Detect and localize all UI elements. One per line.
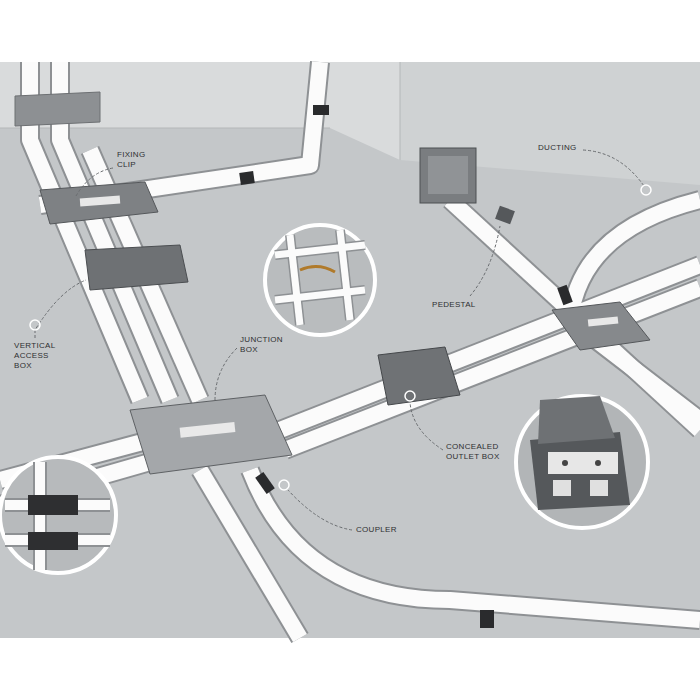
callout-label: CONCEALED OUTLET BOX	[446, 442, 508, 462]
callout-label: FIXING CLIP	[117, 150, 151, 170]
callout-label: VERTICAL ACCESS BOX	[14, 341, 66, 371]
callout-label: COUPLER	[356, 525, 416, 535]
callout-label: PEDESTAL	[432, 300, 492, 310]
callout-label: JUNCTION BOX	[240, 335, 280, 355]
callout-label: DUCTING	[538, 143, 598, 153]
